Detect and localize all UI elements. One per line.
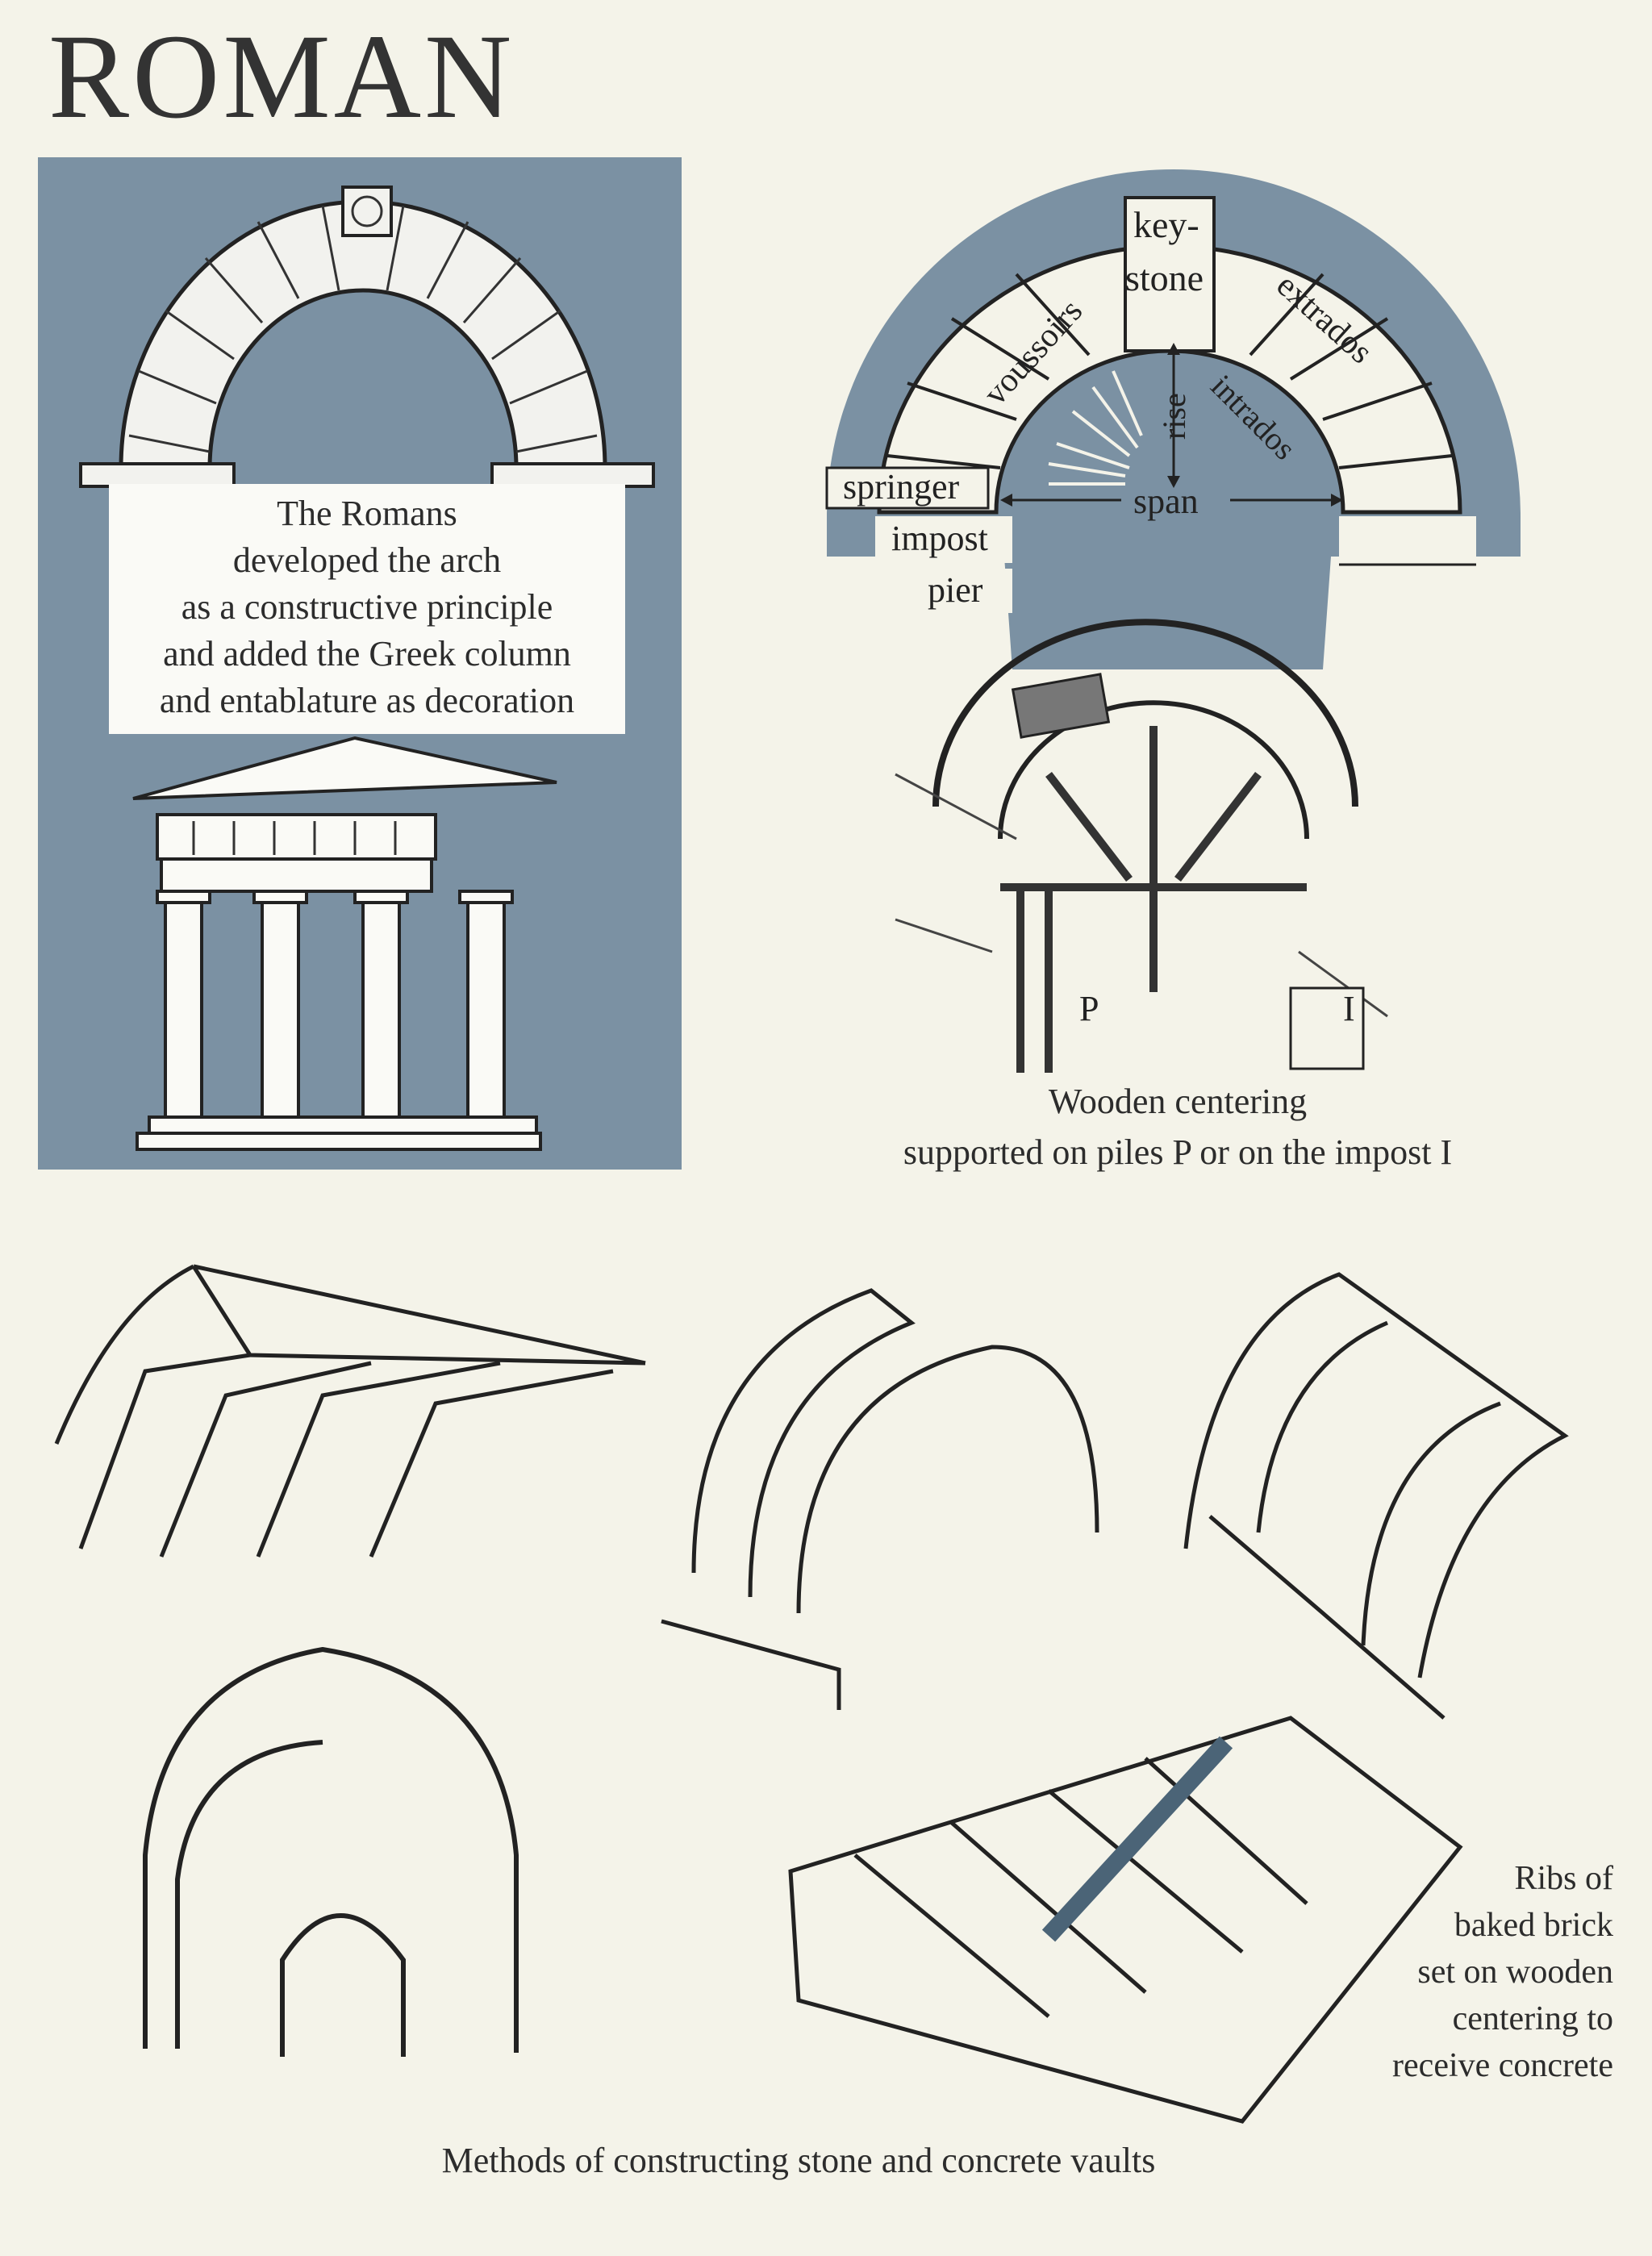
label-impost-i: I xyxy=(1343,989,1355,1028)
label-key: key- xyxy=(1133,204,1199,245)
ribs-line: baked brick xyxy=(1454,1907,1613,1944)
intro-line: and added the Greek column xyxy=(163,634,571,673)
label-intrados: intrados xyxy=(1204,367,1304,467)
intro-line: and entablature as decoration xyxy=(159,681,575,720)
label-rise: rise xyxy=(1156,393,1192,440)
page-title: ROMAN xyxy=(48,10,515,144)
ribs-caption: Ribs of baked brick set on wooden center… xyxy=(1323,1855,1613,2089)
label-stone: stone xyxy=(1125,257,1204,298)
intro-line: The Romans xyxy=(277,494,457,533)
label-springer: springer xyxy=(843,467,960,507)
intro-text: The Romans developed the arch as a const… xyxy=(109,490,625,724)
label-span: span xyxy=(1133,482,1199,521)
label-pile-p: P xyxy=(1079,989,1099,1028)
intro-line: developed the arch xyxy=(232,540,502,580)
label-pier: pier xyxy=(928,570,983,610)
ribs-line: receive concrete xyxy=(1392,2047,1613,2084)
ribs-line: Ribs of xyxy=(1514,1860,1613,1897)
label-impost: impost xyxy=(891,519,988,558)
ribs-line: set on wooden xyxy=(1417,1954,1613,1991)
intro-line: as a constructive principle xyxy=(181,587,553,627)
label-voussoirs: voussoirs xyxy=(976,292,1091,413)
bottom-caption: Methods of constructing stone and concre… xyxy=(441,2141,1156,2180)
label-extrados: extrados xyxy=(1269,266,1380,372)
centering-caption-2: supported on piles P or on the impost I xyxy=(903,1132,1453,1172)
centering-caption-1: Wooden centering xyxy=(1048,1082,1308,1121)
ribs-line: centering to xyxy=(1452,2000,1613,2037)
